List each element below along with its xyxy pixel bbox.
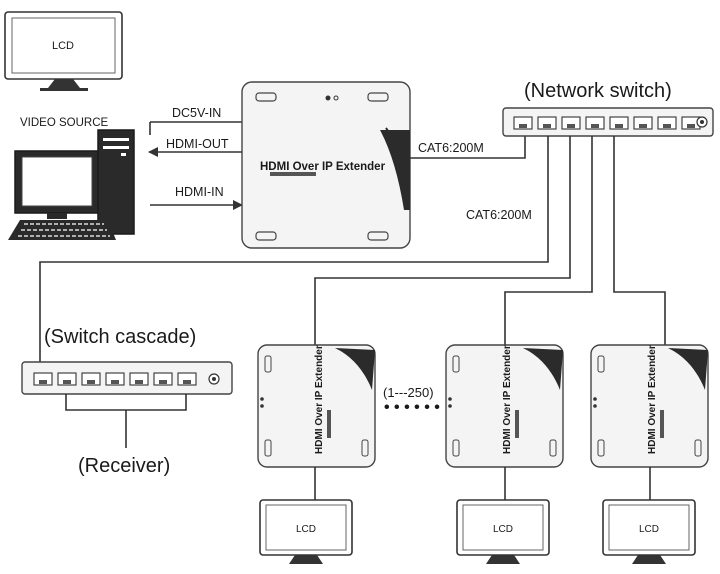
desktop-computer-icon	[97, 129, 135, 235]
receiver-bracket	[65, 394, 187, 411]
transmitter-name: HDMI Over IP Extender	[260, 161, 386, 173]
cat6-mid-label: CAT6:200M	[466, 208, 532, 222]
receiver-3: HDMI Over IP Extender	[590, 344, 709, 468]
keyboard-icon	[8, 220, 116, 240]
receiver-1-name: HDMI Over IP Extender	[314, 345, 325, 454]
lcd-2-label: LCD	[493, 524, 513, 535]
hdmi-in-label: HDMI-IN	[175, 185, 224, 199]
video-source-computer	[8, 129, 135, 240]
cat6-top-label: CAT6:200M	[418, 141, 484, 155]
lcd-top-label: LCD	[52, 40, 74, 52]
lcd-1-label: LCD	[296, 524, 316, 535]
range-dots: • • • • • •	[384, 399, 440, 416]
dc5v-in-label: DC5V-IN	[172, 106, 221, 120]
lcd-3-label: LCD	[639, 524, 659, 535]
monitor-icon	[14, 150, 100, 219]
receiver-2: HDMI Over IP Extender	[445, 344, 564, 468]
network-switch-label: (Network switch)	[524, 80, 672, 102]
receiver-3-name: HDMI Over IP Extender	[647, 345, 658, 454]
network-switch-ports	[513, 116, 708, 130]
hdmi-out-label: HDMI-OUT	[166, 137, 229, 151]
transmitter-device	[241, 81, 411, 249]
video-source-label: VIDEO SOURCE	[20, 117, 109, 129]
lcd-monitor-1: LCD	[259, 499, 353, 564]
receiver-label: (Receiver)	[78, 455, 170, 477]
monitor-icon	[602, 499, 696, 564]
receiver-1: HDMI Over IP Extender	[257, 344, 376, 468]
receiver-2-name: HDMI Over IP Extender	[502, 345, 513, 454]
lcd-monitor-top: LCD	[4, 11, 123, 91]
monitor-icon	[259, 499, 353, 564]
lcd-monitor-3: LCD	[602, 499, 696, 564]
network-switch-icon	[502, 107, 714, 137]
cat6-link-top	[410, 136, 526, 159]
network-switch-icon	[21, 361, 233, 395]
source-connections	[148, 121, 243, 210]
monitor-icon	[4, 11, 123, 91]
switch-connections	[39, 136, 666, 370]
monitor-icon	[456, 499, 550, 564]
lcd-monitor-2: LCD	[456, 499, 550, 564]
range-label: (1---250)	[383, 385, 434, 400]
switch-cascade-label: (Switch cascade)	[44, 326, 196, 348]
cascade-switch	[21, 361, 233, 395]
